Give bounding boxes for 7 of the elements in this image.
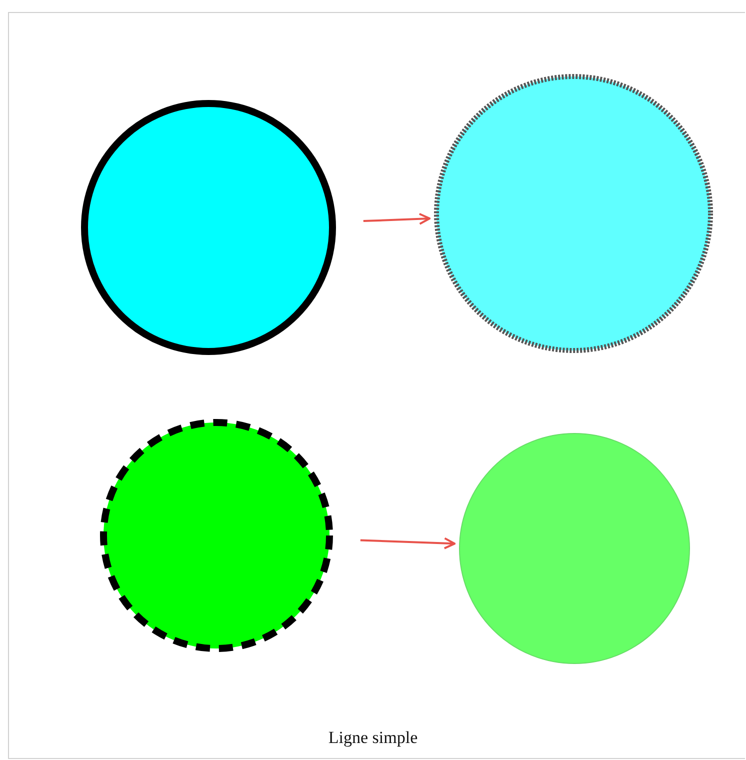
arrow — [360, 537, 456, 550]
filled-circle — [458, 432, 690, 664]
caption: Ligne simple — [328, 728, 418, 748]
arrow — [363, 212, 431, 225]
outlined-circle — [80, 100, 336, 354]
embroidered-circle — [434, 74, 712, 352]
dashed-circle — [100, 418, 332, 652]
